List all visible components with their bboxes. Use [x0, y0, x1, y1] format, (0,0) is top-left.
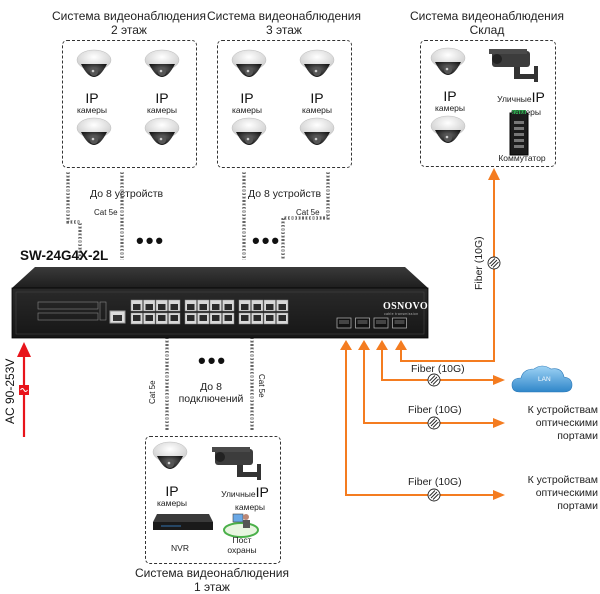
group-floor1-title: Система видеонаблюдения 1 этаж	[135, 566, 289, 594]
rj45-port	[238, 312, 251, 325]
rj45-port	[209, 312, 222, 325]
group-floor1-box	[145, 436, 281, 564]
fiber-connector-symbols	[427, 256, 501, 502]
devices-target-1: К устройствам оптическими портами	[527, 404, 598, 442]
cable-floor2	[66, 172, 124, 260]
dome-camera-icon	[299, 117, 335, 145]
rj45-port	[184, 299, 197, 312]
rj45-port	[143, 299, 156, 312]
rj45-port	[238, 299, 251, 312]
switch-brand-logo: OSNOVO	[383, 301, 428, 312]
guard-post-label: Пост охраны	[227, 535, 257, 555]
fiber-label-lan: Fiber (10G)	[411, 363, 465, 375]
rj45-port	[276, 299, 289, 312]
rj45-port	[130, 312, 143, 325]
devices-target-2: К устройствам оптическими портами	[527, 474, 598, 512]
rj45-port	[209, 299, 222, 312]
guard-post-icon	[223, 513, 259, 538]
sfp-port	[355, 317, 370, 329]
lan-cloud-label: LAN	[538, 376, 551, 383]
rj45-port	[168, 312, 181, 325]
group-floor2-box	[62, 40, 197, 168]
dome-camera-icon	[76, 117, 112, 145]
outdoor-camera-icon	[489, 49, 538, 82]
cable-floor3	[242, 172, 330, 260]
dome-camera-icon	[152, 441, 188, 469]
rj45-port	[276, 312, 289, 325]
sfp-port	[336, 317, 352, 329]
nvr-icon	[153, 514, 213, 530]
dome-camera-icon	[231, 117, 267, 145]
dome-camera-icon	[430, 115, 466, 143]
rj45-port	[222, 299, 235, 312]
industrial-switch-icon	[509, 110, 529, 156]
warehouse-switch-label: Коммутатор	[498, 153, 546, 163]
rj45-port	[197, 299, 210, 312]
rj45-port	[155, 312, 168, 325]
power-input-arrow	[17, 342, 31, 437]
fiber-label-devices-1: Fiber (10G)	[408, 404, 462, 416]
dome-camera-icon	[299, 49, 335, 77]
group-floor3-title: Система видеонаблюдения 3 этаж	[207, 9, 361, 37]
dome-camera-icon	[144, 49, 180, 77]
sfp-port	[392, 317, 407, 329]
floor1-connection-note: До 8 подключений	[178, 381, 244, 405]
group-warehouse-title: Система видеонаблюдения Склад	[410, 9, 564, 37]
group-floor2-title: Система видеонаблюдения 2 этаж	[52, 9, 206, 37]
warehouse-outdoor-cam-label: УличныеIP камеры	[497, 89, 545, 117]
floor3-cam-label-2: IP камеры	[301, 90, 333, 115]
floor1-cam-label: IP камеры	[156, 483, 188, 508]
sfp-port-grid	[336, 317, 407, 329]
fiber-label-warehouse: Fiber (10G)	[473, 236, 485, 290]
dome-camera-icon	[430, 47, 466, 75]
floor2-cable-note: До 8 устройств	[90, 188, 164, 200]
sfp-port	[373, 317, 389, 329]
rj45-port	[263, 299, 276, 312]
floor2-more-devices-ellipsis: •••	[136, 228, 166, 253]
cable-floor1	[165, 337, 254, 430]
floor2-cam-label-2: IP камеры	[146, 90, 178, 115]
rj45-port	[251, 312, 264, 325]
rj45-port	[143, 312, 156, 325]
floor1-cable-type-left: Cat 5e	[148, 380, 157, 404]
group-warehouse-box	[420, 40, 556, 167]
rj45-port	[251, 299, 264, 312]
rj45-port	[184, 312, 197, 325]
led-panel	[37, 301, 107, 321]
nvr-label: NVR	[171, 543, 189, 553]
floor1-more-devices-ellipsis: •••	[198, 348, 228, 373]
floor3-cam-label-1: IP камеры	[231, 90, 263, 115]
dome-camera-icon	[144, 117, 180, 145]
dome-camera-icon	[76, 49, 112, 77]
fiber-links	[345, 178, 495, 496]
floor1-cable-type-right: Cat 5e	[257, 374, 266, 398]
rj45-port	[263, 312, 276, 325]
switch-model-label: SW-24G4X-2L	[20, 248, 109, 263]
rj45-port	[130, 299, 143, 312]
rj45-port	[155, 299, 168, 312]
rj45-port	[222, 312, 235, 325]
floor3-cable-type: Cat 5e	[296, 208, 320, 217]
outdoor-camera-icon	[212, 447, 261, 480]
floor2-cam-label-1: IP камеры	[76, 90, 108, 115]
power-input-label: AC 90-253V	[3, 358, 17, 424]
switch-brand-tagline: cable transmission	[384, 312, 419, 316]
floor3-more-devices-ellipsis: •••	[252, 228, 282, 253]
fiber-label-devices-2: Fiber (10G)	[408, 476, 462, 488]
floor3-cable-note: До 8 устройств	[248, 188, 322, 200]
floor2-cable-type: Cat 5e	[94, 208, 118, 217]
warehouse-cam-label: IP камеры	[434, 88, 466, 113]
rj45-port	[168, 299, 181, 312]
dome-camera-icon	[231, 49, 267, 77]
group-floor3-box	[217, 40, 352, 168]
rj45-port-grid	[130, 299, 289, 325]
floor1-outdoor-cam-label: УличныеIP камеры	[221, 484, 269, 512]
fiber-arrowheads	[340, 168, 505, 500]
rj45-port	[197, 312, 210, 325]
lan-cloud-icon	[511, 365, 573, 393]
